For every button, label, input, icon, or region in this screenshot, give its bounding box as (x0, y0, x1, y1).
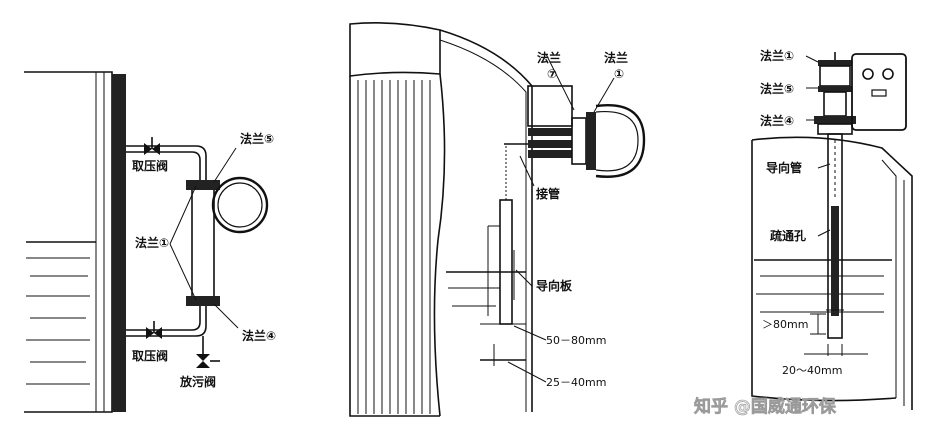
left-float-ring-inner (217, 182, 263, 228)
watermark: 知乎 @国威通环保 (693, 396, 837, 417)
leader-flange-bottom (213, 303, 239, 329)
right-flange-3-body (817, 123, 853, 135)
drain-valve-icon (196, 354, 210, 368)
mid-float-ring-inner (595, 110, 639, 172)
leader-nozzle (519, 155, 535, 187)
right-indicator-box (851, 53, 907, 131)
mid-flange-right (586, 112, 596, 170)
mid-vessel-top (349, 22, 441, 77)
leader-dim-upper (513, 325, 547, 341)
mid-nozzle-band-2 (528, 140, 572, 148)
flange-bottom-block (186, 296, 220, 306)
label-right-flange-3: 法兰④ (760, 113, 794, 128)
leader-flange-top (213, 147, 237, 183)
mid-wall-stripes (357, 80, 431, 414)
left-bottom-pipe (126, 306, 201, 331)
right-float-rod (831, 206, 839, 316)
left-panel: 法兰⑤ 取压阀 法兰① 法兰④ 取压阀 放污阀 (24, 71, 276, 413)
right-vessel-top (751, 136, 913, 410)
label-flange-mid: 法兰① (135, 235, 169, 250)
leader-mid-flange-left (545, 53, 575, 111)
label-flange-top: 法兰⑤ (240, 131, 274, 146)
label-vent-hole: 疏通孔 (770, 228, 806, 243)
mid-vessel-outer (439, 29, 533, 412)
leader-mid-flange-right (593, 77, 615, 113)
mid-float-rod (499, 199, 513, 325)
flange-top-block (186, 180, 220, 190)
label-right-flange-1: 法兰① (760, 48, 794, 63)
right-flange-3 (814, 116, 856, 124)
label-mid-flange-left-num: ⑦ (547, 67, 557, 81)
label-guide-plate: 导向板 (536, 278, 573, 293)
mid-flange-left (571, 117, 587, 165)
left-gauge-body (191, 181, 215, 301)
mid-float-ring (595, 104, 646, 178)
right-flange-1-body (819, 65, 851, 87)
label-pressure-valve-top: 取压阀 (132, 159, 168, 173)
mid-cutaway-edge (433, 73, 446, 417)
left-float-ring (211, 176, 269, 234)
mid-vessel-inner (439, 39, 527, 412)
right-guide-tube (827, 133, 843, 339)
right-panel: 法兰① 法兰⑤ 法兰④ 导向管 疏通孔 ＞80mm 20～40mm (751, 48, 913, 410)
label-mid-flange-left: 法兰 (537, 50, 561, 65)
right-vessel-inner-wall (881, 159, 897, 398)
left-vessel-wall (112, 74, 126, 412)
label-right-flange-2: 法兰⑤ (760, 81, 794, 96)
leader-dim-lower (507, 361, 547, 383)
label-pressure-valve-bottom: 取压阀 (132, 349, 168, 363)
label-guide-tube: 导向管 (766, 160, 802, 175)
leader-guide-tube (817, 163, 831, 169)
right-vessel-left (751, 140, 897, 402)
right-flange-2 (818, 86, 852, 92)
label-flange-bottom: 法兰④ (242, 328, 276, 343)
leader-right-flange-1 (805, 55, 819, 63)
left-bottom-pipe-inner (126, 306, 207, 337)
right-flange-1 (818, 60, 852, 66)
leader-flange-mid-b (169, 243, 197, 301)
indicator-dial-right (882, 68, 894, 80)
mid-nozzle-band (528, 128, 572, 136)
label-nozzle: 接管 (536, 186, 560, 201)
mid-vessel-left (349, 76, 440, 417)
mid-nozzle-band-3 (528, 150, 572, 158)
leader-guide-plate (515, 269, 533, 287)
label-dim-lower: 25－40mm (546, 376, 606, 389)
left-top-pipe-inner (126, 151, 201, 182)
right-flange-2-body (823, 91, 847, 117)
leader-flange-mid-a (169, 185, 197, 245)
middle-panel: 法兰 ⑦ 法兰 ① 接管 导向板 50－80mm 25－40mm (349, 22, 646, 417)
label-dim-bottom: ＞80mm (762, 318, 808, 331)
indicator-dial-left (862, 68, 874, 80)
label-mid-flange-right-num: ① (614, 67, 624, 81)
indicator-window (871, 89, 887, 97)
leader-vent-hole (817, 229, 831, 237)
label-mid-flange-right: 法兰 (604, 50, 628, 65)
label-drain-valve: 放污阀 (179, 374, 216, 389)
label-dim-upper: 50－80mm (546, 334, 606, 347)
left-top-pipe (126, 145, 207, 182)
label-dim-width: 20～40mm (782, 364, 842, 377)
